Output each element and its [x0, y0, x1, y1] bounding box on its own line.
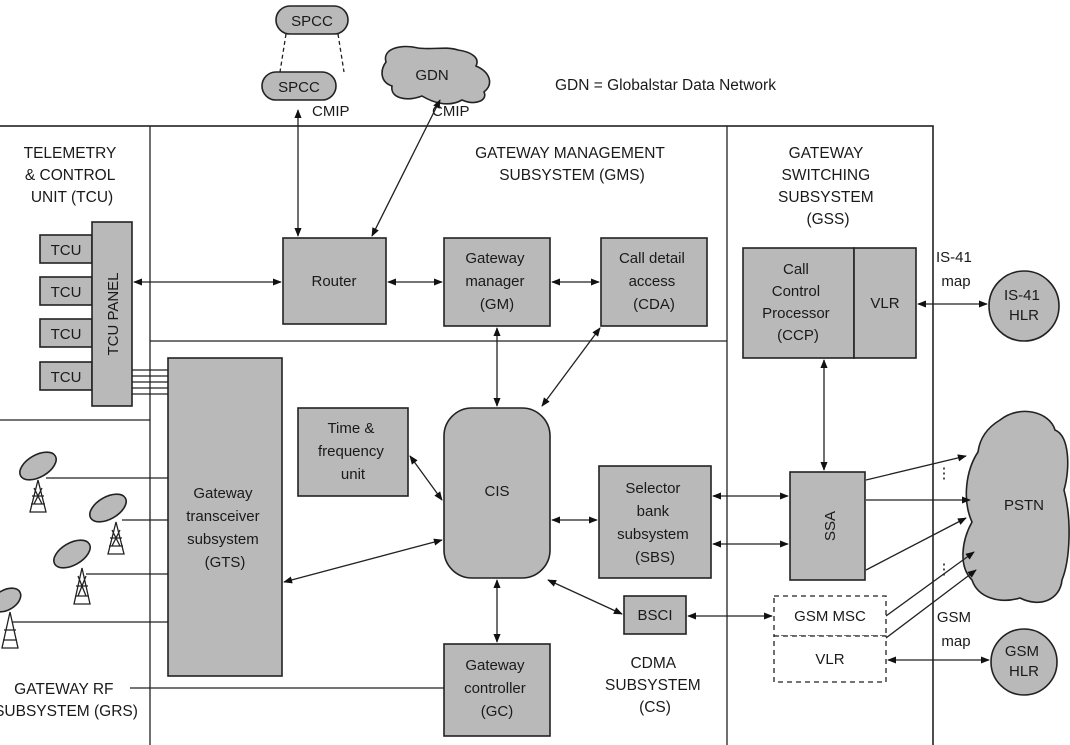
pstn-dots-top: ⋮: [937, 465, 952, 482]
satellite-dish-icon: [89, 493, 127, 555]
tcu-unit-heading: TELEMETRY & CONTROL UNIT (TCU): [24, 145, 121, 206]
svg-text:Call detail access: Call detail access (CDA): [619, 250, 689, 313]
svg-text:VLR: VLR: [815, 651, 844, 668]
svg-text:Call Control Proce: Call Control Processor (CCP): [762, 261, 834, 344]
selector-bank-box: Selector bank subsystem (SBS): [598, 465, 712, 579]
gsm-hlr-circle: GSM HLR: [990, 628, 1058, 696]
svg-text:GSM MSC: GSM MSC: [794, 608, 866, 625]
tcu-box: TCU: [39, 361, 93, 391]
svg-text:GSM HLR: GSM HLR: [1005, 643, 1043, 680]
bsci-box: BSCI: [623, 595, 687, 635]
gateway-controller-box: Gateway controller (GC): [443, 643, 551, 737]
svg-text:CIS: CIS: [484, 483, 509, 500]
gateway-transceiver-box: Gateway transceiver subsystem (GTS): [167, 357, 283, 677]
satellite-dish-icon: [19, 451, 57, 513]
satellite-dish-icon: [0, 587, 22, 649]
svg-text:TCU: TCU: [51, 369, 82, 386]
time-frequency-unit-box: Time & frequency unit: [297, 407, 409, 497]
svg-text:BSCI: BSCI: [637, 607, 672, 624]
svg-text:TCU: TCU: [51, 284, 82, 301]
svg-text:Gateway controller: Gateway controller (GC): [464, 657, 530, 720]
cdma-heading: CDMA SUBSYSTEM (CS): [605, 655, 705, 716]
legend-text: GDN = Globalstar Data Network: [555, 77, 776, 94]
cmip-right-label: CMIP: [432, 103, 470, 120]
spcc-bottom-label: SPCC: [278, 79, 320, 96]
svg-text:Gateway manager (G: Gateway manager (GM): [465, 250, 528, 313]
tcu-panel-label: TCU PANEL: [105, 272, 122, 355]
svg-text:IS-41 HLR: IS-41 HLR: [1004, 287, 1044, 324]
gsm-msc-box: GSM MSC: [773, 595, 887, 637]
svg-text:PSTN: PSTN: [1004, 497, 1044, 514]
satellite-dish-icon: [53, 539, 91, 605]
grs-heading: GATEWAY RF SUBSYSTEM (GRS): [0, 681, 138, 720]
cmip-left-label: CMIP: [312, 103, 350, 120]
is41-map-label: IS-41 map: [936, 249, 976, 290]
svg-text:Selector bank subs: Selector bank subsystem (SBS): [617, 480, 693, 566]
vlr-top-box: VLR: [853, 247, 917, 359]
svg-text:Time & frequency u: Time & frequency unit: [318, 420, 388, 483]
gsm-map-label: GSM map: [937, 609, 975, 650]
spcc-top-cloud: SPCC: [275, 5, 349, 35]
is41-hlr-circle: IS-41 HLR: [988, 270, 1060, 342]
gdn-cloud: GDN: [381, 45, 491, 105]
svg-text:VLR: VLR: [870, 295, 899, 312]
gss-heading: GATEWAY SWITCHING SUBSYSTEM (GSS): [778, 145, 878, 228]
gms-heading: GATEWAY MANAGEMENT SUBSYSTEM (GMS): [475, 145, 669, 184]
spcc-top-label: SPCC: [291, 13, 333, 30]
pstn-cloud: PSTN: [962, 410, 1070, 604]
gateway-frame: [0, 125, 934, 745]
svg-text:SSA: SSA: [822, 511, 839, 541]
vlr-bottom-box: VLR: [773, 635, 887, 683]
tcu-panel: TCU PANEL: [91, 221, 133, 407]
svg-text:Router: Router: [311, 273, 356, 290]
pstn-dots-bottom: ⋮: [937, 561, 952, 578]
svg-text:TCU: TCU: [51, 242, 82, 259]
svg-text:Gateway transceiver: Gateway transceiver subsystem (GTS): [186, 485, 264, 571]
router-box: Router: [282, 237, 387, 325]
cis-box: CIS: [443, 407, 551, 579]
svg-text:TCU: TCU: [51, 326, 82, 343]
call-control-processor-box: Call Control Processor (CCP): [742, 247, 855, 359]
call-detail-access-box: Call detail access (CDA): [600, 237, 708, 327]
tcu-box: TCU: [39, 276, 93, 306]
gateway-manager-box: Gateway manager (GM): [443, 237, 551, 327]
connectors: [133, 99, 990, 664]
spcc-bottom-cloud: SPCC: [261, 71, 337, 101]
tcu-box: TCU: [39, 318, 93, 348]
ssa-box: SSA: [789, 471, 866, 581]
tcu-box: TCU: [39, 234, 93, 264]
gdn-label: GDN: [415, 67, 448, 84]
